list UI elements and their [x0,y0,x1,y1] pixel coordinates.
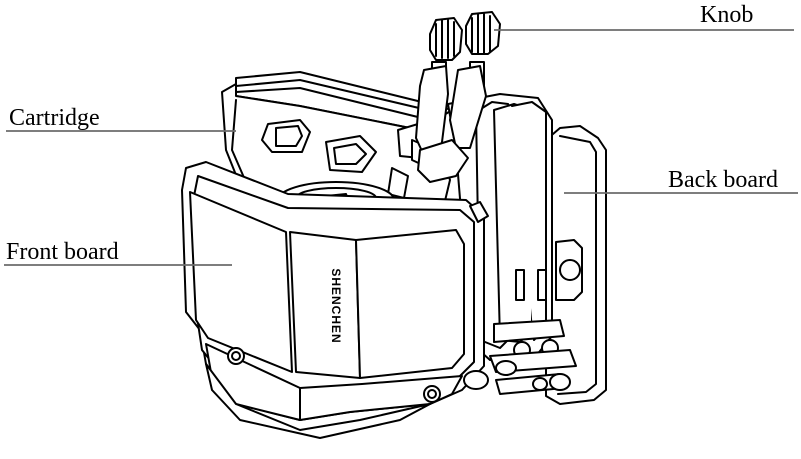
lower-shaft [495,360,571,395]
brand-lettering: SHENCHEN [329,268,343,343]
label-knob: Knob [700,2,753,28]
front-board [181,161,489,439]
label-back-board: Back board [668,167,778,193]
label-cartridge: Cartridge [9,105,100,131]
brand-text: SHENCHEN [329,268,343,343]
knob [415,11,501,183]
callout-back-board: Back board [564,167,798,194]
label-front-board: Front board [6,239,119,265]
callout-knob: Knob [494,2,794,31]
callout-cartridge: Cartridge [6,105,236,132]
callout-front-board: Front board [4,239,232,266]
